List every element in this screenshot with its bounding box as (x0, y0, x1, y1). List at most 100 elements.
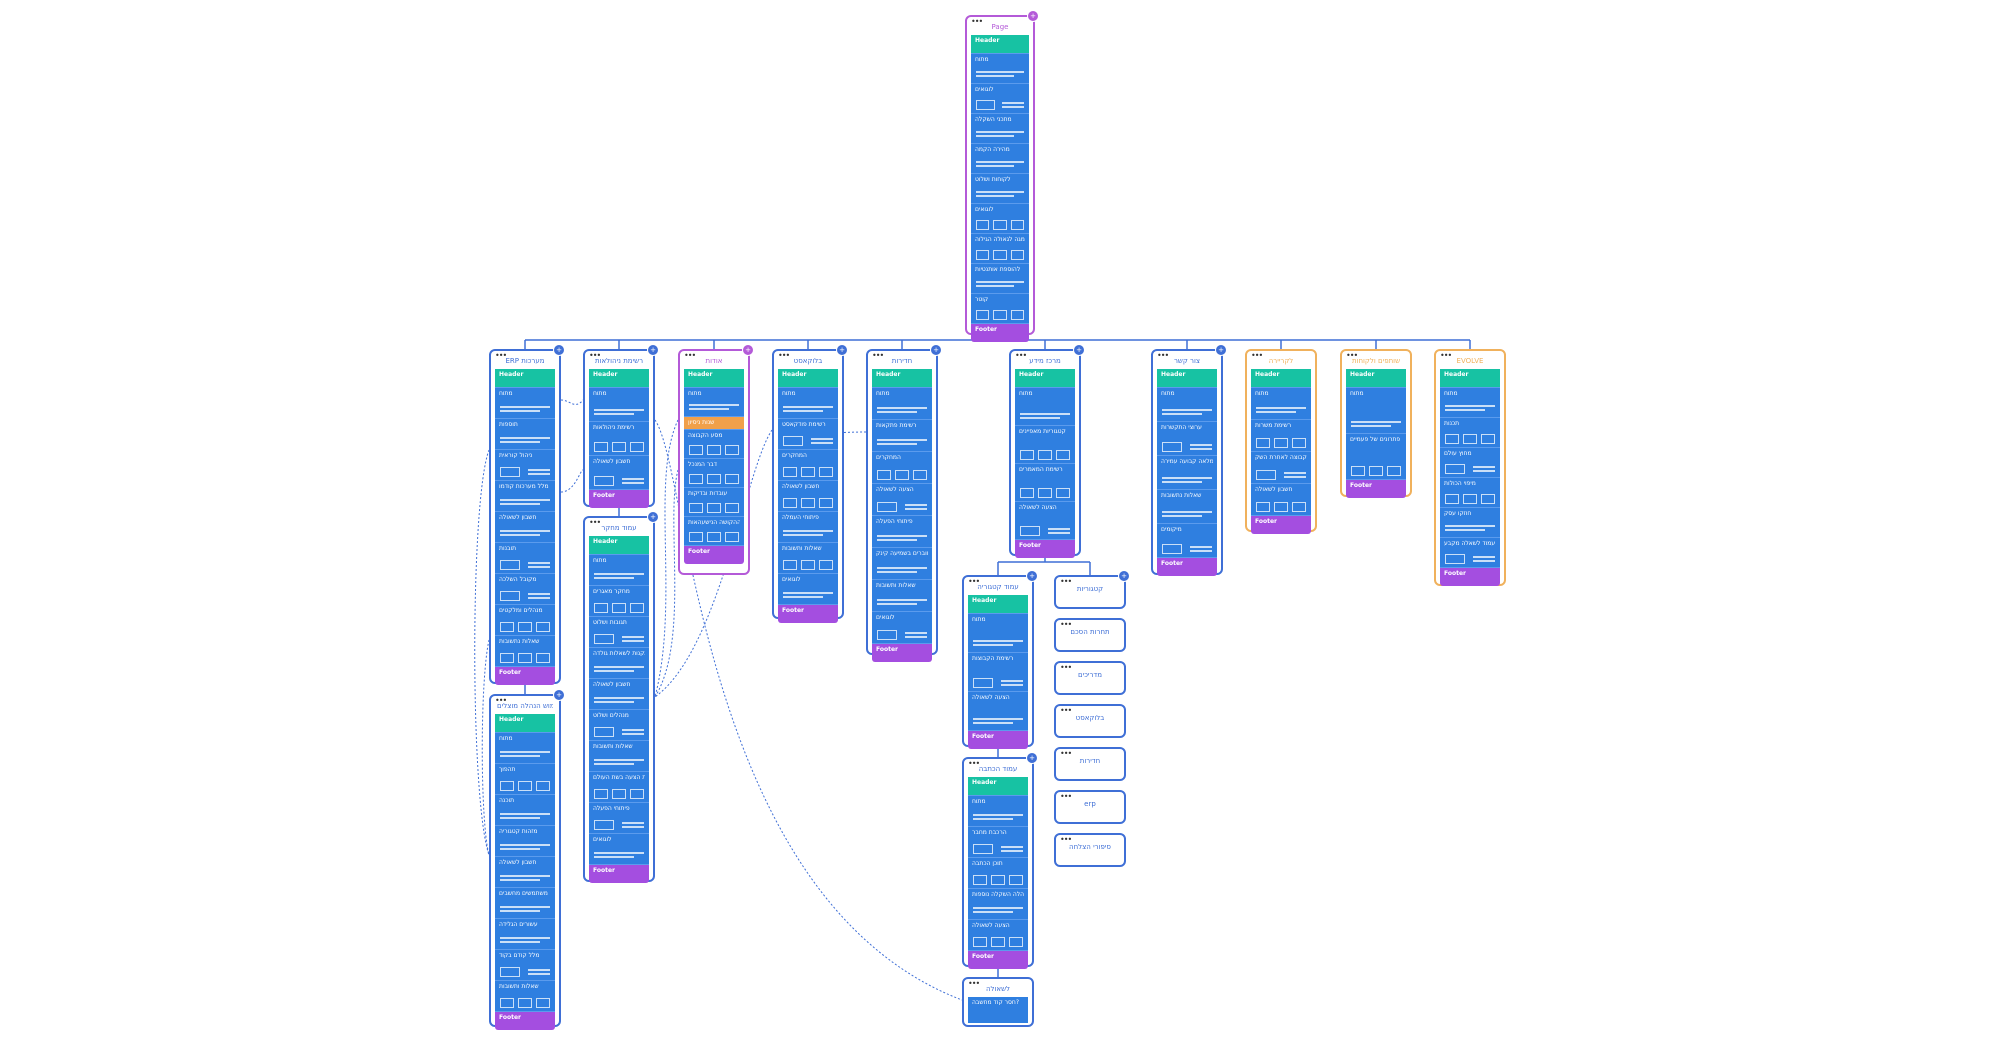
section-block[interactable]: הקבוצה הנהלה השקלה נוספות (968, 889, 1028, 920)
section-block[interactable]: מסע הקבוצה (684, 430, 744, 459)
footer-block[interactable]: Footer (968, 951, 1028, 969)
more-options-icon[interactable]: ••• (1346, 351, 1358, 360)
section-block[interactable]: שאלות ותשובות (778, 543, 838, 574)
header-block[interactable]: Header (1251, 369, 1311, 388)
section-block[interactable]: מתכני השקלה (971, 114, 1029, 144)
footer-block[interactable]: Footer (968, 731, 1028, 749)
section-block[interactable]: המחקרים (778, 450, 838, 481)
section-block[interactable]: תכנות (1440, 418, 1500, 448)
section-block[interactable]: רשימת פתקאות (872, 420, 932, 452)
header-block[interactable]: Header (971, 35, 1029, 54)
section-block[interactable]: מתוח (1440, 388, 1500, 418)
section-block[interactable]: שאלות ותשובות (872, 580, 932, 612)
add-child-icon[interactable]: + (553, 689, 565, 701)
add-child-icon[interactable]: + (553, 344, 565, 356)
section-block[interactable]: לוגואים (872, 612, 932, 644)
more-options-icon[interactable]: ••• (589, 351, 601, 360)
section-block[interactable]: ניהול קוראית (495, 450, 555, 481)
section-block[interactable]: רשימת המאמרים (1015, 464, 1075, 502)
more-options-icon[interactable]: ••• (872, 351, 884, 360)
footer-block[interactable]: Footer (1346, 480, 1406, 498)
section-block[interactable]: רשימת פודקאסט (778, 419, 838, 450)
placeholder-page-card[interactable]: •••חדירות (1054, 747, 1126, 781)
header-block[interactable]: Header (968, 595, 1028, 614)
header-block[interactable]: Header (968, 777, 1028, 796)
section-block[interactable]: תיכוניות הצעה בשת העולם (589, 772, 649, 803)
more-options-icon[interactable]: ••• (1060, 835, 1072, 844)
section-block[interactable]: תובנות (495, 543, 555, 574)
section-block[interactable]: מתוח (1346, 388, 1406, 434)
footer-block[interactable]: Footer (778, 605, 838, 623)
section-block[interactable]: תגובות ושלוט (589, 617, 649, 648)
section-block[interactable]: מקובל השלכה (495, 574, 555, 605)
footer-block[interactable]: Footer (589, 490, 649, 508)
section-block[interactable]: לוגואים (778, 574, 838, 605)
more-options-icon[interactable]: ••• (968, 577, 980, 586)
header-block[interactable]: Header (684, 369, 744, 388)
more-options-icon[interactable]: ••• (1060, 620, 1072, 629)
header-block[interactable]: Header (1157, 369, 1217, 388)
add-child-icon[interactable]: + (1073, 344, 1085, 356)
section-block[interactable]: מתוח (495, 733, 555, 764)
section-block[interactable]: פיתוחי העמלה (778, 512, 838, 543)
placeholder-page-card[interactable]: •••בלוקאסט (1054, 704, 1126, 738)
section-block[interactable]: רשימת משרות (1251, 420, 1311, 452)
section-block[interactable]: התקנות לשאלות גולדה (589, 648, 649, 679)
section-block[interactable]: קטגוריות מאפיינים (1015, 426, 1075, 464)
placeholder-page-card[interactable]: •••מדריכים (1054, 661, 1126, 695)
section-block[interactable]: עשורים הגלידה (495, 919, 555, 950)
section-block[interactable]: הרכבת מחבר (968, 827, 1028, 858)
more-options-icon[interactable]: ••• (1060, 577, 1072, 586)
section-block[interactable]: קבוצה לאחרת השק (1251, 452, 1311, 484)
section-block[interactable]: לוגואים (971, 84, 1029, 114)
footer-block[interactable]: Footer (1015, 540, 1075, 558)
more-options-icon[interactable]: ••• (495, 696, 507, 705)
section-block[interactable]: רשימת הקבוצות (968, 653, 1028, 692)
add-child-icon[interactable]: + (1215, 344, 1227, 356)
section-block[interactable]: מתוח (971, 54, 1029, 84)
section-block[interactable]: דבר המנכל (684, 459, 744, 488)
more-options-icon[interactable]: ••• (1060, 706, 1072, 715)
section-block[interactable]: הצעה לשאולה (968, 920, 1028, 951)
section-block[interactable]: שאלות נתשובות (1157, 490, 1217, 524)
header-block[interactable]: Header (1015, 369, 1075, 388)
more-options-icon[interactable]: ••• (589, 518, 601, 527)
section-block[interactable]: מתוח (589, 388, 649, 422)
section-block[interactable]: המחקרים (872, 452, 932, 484)
header-block[interactable]: Header (1440, 369, 1500, 388)
section-block[interactable]: לקוחות ושלוט (971, 174, 1029, 204)
section-block[interactable]: מנהלים ושלוט (589, 710, 649, 741)
more-options-icon[interactable]: ••• (971, 17, 983, 26)
more-options-icon[interactable]: ••• (495, 351, 507, 360)
section-block[interactable]: לוגואים (589, 834, 649, 865)
more-options-icon[interactable]: ••• (1157, 351, 1169, 360)
section-block[interactable]: מתוח (495, 388, 555, 419)
section-block[interactable]: הצעה לשאולה (872, 484, 932, 516)
footer-block[interactable]: Footer (1440, 568, 1500, 586)
header-block[interactable]: Header (778, 369, 838, 388)
section-block[interactable]: חשבון לשאולה (495, 857, 555, 888)
placeholder-page-card[interactable]: •••+קטגוריות (1054, 570, 1130, 609)
section-block[interactable]: מלל מערכות קודמו (495, 481, 555, 512)
section-block[interactable]: מתוח (778, 388, 838, 419)
more-options-icon[interactable]: ••• (1060, 792, 1072, 801)
more-options-icon[interactable]: ••• (1060, 663, 1072, 672)
section-block[interactable]: פיתוחי הפעלה (872, 516, 932, 548)
header-block[interactable]: Header (495, 714, 555, 733)
section-block[interactable]: תוכנה (495, 795, 555, 826)
placeholder-page-card[interactable]: •••סיפורי הצלחה (1054, 833, 1126, 867)
placeholder-page-card[interactable]: •••erp (1054, 790, 1126, 824)
section-block[interactable]: מתוח (684, 388, 744, 417)
